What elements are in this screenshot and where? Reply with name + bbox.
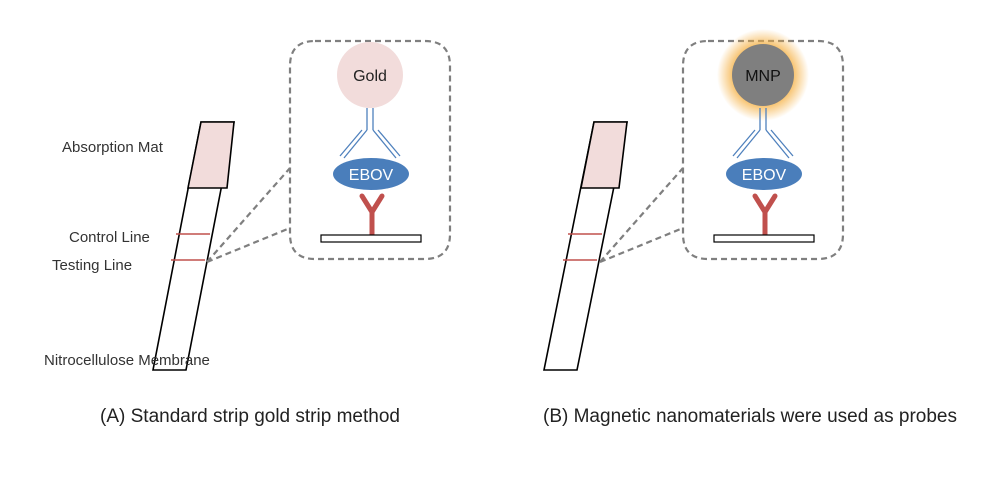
caption-a: (A) Standard strip gold strip method [100, 406, 400, 427]
mnp-probe [732, 44, 794, 106]
callout-leader-bottom-a [206, 226, 291, 264]
mnp-probe-label: MNP [745, 68, 781, 85]
callout-leader-top-a [206, 167, 291, 263]
detection-antibody-a [339, 108, 401, 159]
test-strip-b [543, 121, 628, 371]
gold-probe-label: Gold [353, 68, 387, 85]
ebov-antigen-b [726, 158, 802, 190]
ebov-label-b: EBOV [742, 167, 787, 184]
capture-antibody-b [752, 193, 778, 239]
callout-leader-bottom-b [599, 226, 684, 264]
testing-line-label: Testing Line [52, 257, 132, 274]
membrane-surface-a [320, 234, 422, 243]
callout-box-a [288, 39, 452, 261]
ebov-antigen-a [333, 158, 409, 190]
absorption-mat-label: Absorption Mat [62, 139, 164, 156]
callout-leader-top-b [599, 167, 684, 263]
gold-probe [337, 42, 403, 108]
control-line-label: Control Line [69, 229, 150, 246]
absorption-pad-b [580, 121, 628, 189]
test-strip-a [152, 121, 235, 371]
nitrocellulose-membrane-label: Nitrocellulose Membrane [44, 352, 210, 369]
membrane-surface-b [713, 234, 815, 243]
panel-b: MNP EBOV (B) Magnetic nanomaterials were… [543, 29, 957, 427]
caption-b: (B) Magnetic nanomaterials were used as … [543, 406, 957, 427]
ebov-label-a: EBOV [349, 167, 394, 184]
detection-antibody-b [732, 108, 794, 159]
panel-a: Absorption Mat Control Line Testing Line… [44, 39, 452, 427]
absorption-pad-a [187, 121, 235, 189]
capture-antibody-a [359, 193, 385, 239]
